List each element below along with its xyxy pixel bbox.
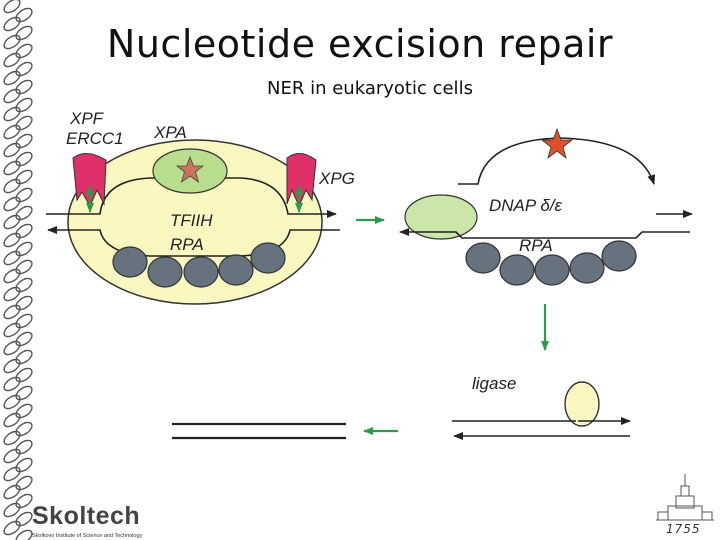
ligase-enzyme	[564, 381, 600, 427]
rpa-beads-right	[465, 240, 637, 286]
slide-subtitle: NER in eukaryotic cells	[267, 78, 473, 99]
logo-tagline: Skolkovo Institute of Science and Techno…	[32, 533, 143, 539]
label-xpf: XPF	[69, 109, 105, 128]
label-ercc1: ERCC1	[66, 129, 124, 148]
border-pattern	[3, 0, 33, 540]
founding-year: 1755	[666, 522, 701, 536]
label-xpg: XPG	[318, 169, 355, 188]
label-xpa: XPA	[153, 123, 187, 142]
dnap-polymerase	[404, 194, 478, 240]
rpa-beads-left	[112, 242, 286, 288]
dna-bottom-strand-right	[399, 228, 690, 239]
skoltech-logo: Skoltech Skolkovo Institute of Science a…	[30, 500, 152, 540]
label-tfiih: TFIIH	[170, 211, 213, 230]
damage-star-excised-icon	[540, 127, 574, 160]
damage-star-icon	[175, 155, 205, 183]
xpf-ercc1-nuclease	[72, 153, 107, 208]
dna-bottom-strand-left	[47, 226, 340, 257]
university-building-icon	[656, 474, 714, 521]
label-ligase: ligase	[472, 374, 516, 393]
label-rpa-right: RPA	[519, 236, 553, 255]
label-dnap: DNAP δ/ε	[489, 196, 562, 215]
slide-title: Nucleotide excision repair	[106, 22, 614, 66]
xpg-nuclease	[286, 153, 317, 208]
logo-name: Skoltech	[32, 502, 141, 530]
label-rpa-left: RPA	[170, 235, 204, 254]
